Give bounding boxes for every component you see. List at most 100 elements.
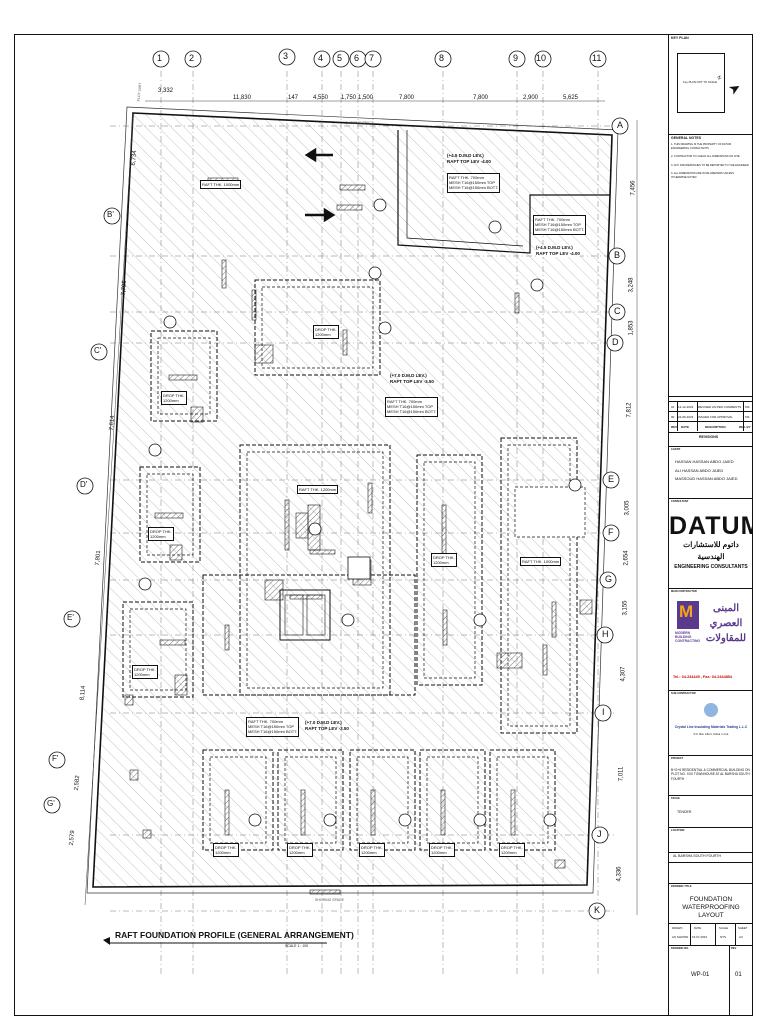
dim-right-6: 2,654 xyxy=(623,550,630,566)
dim-top-2: 11,830 xyxy=(233,95,251,101)
dim-left-6: 2,582 xyxy=(73,775,82,791)
drawing-footer-scale: SCALE 1 : 100 xyxy=(285,944,309,948)
dim-right-5: 3,005 xyxy=(624,500,631,516)
grid-row-G: G xyxy=(605,574,613,584)
raft-label-3: (+7.0 D.M.D LEV.) RAFT TOP LEV -3.50 xyxy=(390,373,434,384)
drop-label: DROP THK.1200mm xyxy=(359,843,385,857)
crystal-line-address: P.O. Box: 18xxx, Dubai, U.A.E xyxy=(693,733,729,736)
dim-top-5: 1,750 xyxy=(341,95,357,101)
consultant-cell: CONSULTANT DATUM داتوم للاستشارات الهندس… xyxy=(669,499,753,589)
north-arrow-icon: ➤ xyxy=(725,78,744,98)
dim-top-4: 4,550 xyxy=(313,95,329,101)
grid-row-K: K xyxy=(594,905,601,915)
grid-row-Ep: E' xyxy=(67,613,74,622)
contractor-phone: Tel.: 04-234445 , Fax: 04-2344854 xyxy=(673,675,733,679)
drop-label: DROP THK.1200mm xyxy=(161,391,187,405)
datum-logo: DATUM داتوم للاستشارات الهندسية ENGINEER… xyxy=(669,513,753,579)
drop-label: DROP THK.1200mm xyxy=(213,843,239,857)
drawing-footer-title: RAFT FOUNDATION PROFILE (GENERAL ARRANGE… xyxy=(115,930,354,940)
dim-left-5: 8,114 xyxy=(79,685,87,701)
datum-subtitle: ENGINEERING CONSULTANTS xyxy=(674,564,748,570)
dim-right-3: 1,853 xyxy=(628,320,635,336)
general-note: 2- CONTRACTOR TO CHECK ALL DIMENSIONS ON… xyxy=(671,155,740,159)
plot-limit-label: PLOT LIMIT xyxy=(136,82,143,102)
dim-left-3: 7,614 xyxy=(108,415,117,431)
grid-col-11: 11 xyxy=(592,53,602,63)
drop-label: DROP THK.1200mm xyxy=(132,665,158,679)
grid-col-8: 8 xyxy=(439,53,445,63)
drawing-sheet-border xyxy=(14,34,753,1016)
client-name: MASSOUD HASSAN ABDO JAIED xyxy=(675,476,738,482)
raft-outline xyxy=(92,112,613,888)
datum-arabic: داتوم للاستشارات الهندسية xyxy=(683,540,739,561)
client-name: ALI HASSAN ABDO JAIED xyxy=(675,467,724,473)
dim-right-10: 4,336 xyxy=(616,866,623,882)
crystal-line-name: Crystal Line Insulating Materials Tradin… xyxy=(674,725,748,729)
grid-row-B: B xyxy=(614,250,621,260)
key-plan-diagram xyxy=(677,53,725,113)
grid-col-10: 10 xyxy=(536,53,547,63)
dim-top-7: 7,800 xyxy=(399,95,415,101)
dim-top-8: 7,800 xyxy=(473,95,489,101)
grid-bubbles-top xyxy=(152,48,607,68)
revision-number: 01 xyxy=(735,972,742,978)
grid-row-Fp: F' xyxy=(52,754,59,763)
dim-right-4: 7,812 xyxy=(626,402,633,418)
grid-col-6: 6 xyxy=(354,53,360,63)
drawing-number-cell: DRAWING NO. REV WP-01 01 xyxy=(669,946,753,1015)
raft-thk-label-1: RAFT THK. 1000mm xyxy=(200,180,242,189)
location-cell: LOCATION AL BARSHA SOUTH FOURTH xyxy=(669,828,753,884)
drawing-meta-cell: DRAWN DATE SCALE SHEET AS SHOWN 15.07.20… xyxy=(669,924,753,946)
revision-header: REV. DATE DESCRIPTION REV. BY xyxy=(669,421,753,433)
drop-label: DROP THK.1200mm xyxy=(431,553,457,567)
drawing-title: FOUNDATION WATERPROOFING LAYOUT xyxy=(682,896,740,919)
general-note: 1- THIS DRAWING IS THE PROPERTY OF DATUM… xyxy=(671,143,732,150)
shoring-label-top: SHORING SPACE xyxy=(345,121,374,125)
project-cell: PROJECT B+G+6 RESIDENTIAL & COMMERCIAL B… xyxy=(669,756,753,796)
grid-row-I: I xyxy=(602,707,605,717)
title-block: KEY PLAN Key PLAN NOT TO SCALE ➤ N GENER… xyxy=(668,35,753,1015)
modern-building-arabic: المبنى العصري للمقاولات xyxy=(705,603,747,644)
dim-right-7: 3,155 xyxy=(622,600,629,616)
drop-label: DROP THK.1200mm xyxy=(429,843,455,857)
grid-col-4: 4 xyxy=(318,53,324,63)
grid-row-Dp: D' xyxy=(80,480,88,489)
dim-top-3: 147 xyxy=(288,95,299,101)
key-plan-cell: KEY PLAN Key PLAN NOT TO SCALE ➤ N xyxy=(669,35,753,135)
raft-label-4: (+7.0 D.M.D LEV.) RAFT TOP LEV -3.50 xyxy=(305,720,349,731)
datum-wordmark: DATUM xyxy=(669,512,753,540)
dim-right-1: 7,456 xyxy=(630,180,637,196)
raft-thk-label-2: RAFT THK. 1200mm xyxy=(297,485,339,494)
grid-col-3: 3 xyxy=(283,51,289,61)
shoring-label-bottom: SHORING SPACE xyxy=(315,898,344,902)
drawing-title-cell: DRAWING TITLE FOUNDATION WATERPROOFING L… xyxy=(669,884,753,924)
modern-building-logo-icon xyxy=(677,601,699,629)
revisions-cell: 01 12-12-2023 REVISED AS PER COMMENTS MS… xyxy=(669,397,753,447)
general-note: 4- ALL DIMENSIONS ARE IN MILLIMETERS UNL… xyxy=(671,172,734,179)
grid-row-H: H xyxy=(602,629,609,639)
raft-spec-1: RAFT THK. 700mm MESH T16@150mm TOP MESH … xyxy=(447,173,501,193)
grid-row-J: J xyxy=(597,829,602,839)
drop-label: DROP THK.1200mm xyxy=(287,843,313,857)
raft-label-2: (+4.5 D.M.D LEV.) RAFT TOP LEV -4.00 xyxy=(536,245,580,257)
section-markers xyxy=(138,198,582,827)
stage-value: TENDER xyxy=(677,810,692,814)
dim-left-7: 2,579 xyxy=(68,830,77,846)
subcontractor-cell: SUB CONTRACTOR Crystal Line Insulating M… xyxy=(669,691,753,756)
drawing-number: WP-01 xyxy=(691,972,710,978)
raft-label-1: (+4.5 D.M.D LEV.) RAFT TOP LEV -4.00 xyxy=(447,153,491,164)
grid-row-D: D xyxy=(612,337,619,347)
location-value: AL BARSHA SOUTH FOURTH xyxy=(673,854,722,858)
revision-row: 01 12-12-2023 REVISED AS PER COMMENTS MS xyxy=(669,401,753,412)
modern-building-english: MODERN BUILDING CONTRACTING xyxy=(675,631,701,643)
drop-label: DROP THK.1200mm xyxy=(499,843,525,857)
dim-left-1: 6,734 xyxy=(130,150,139,166)
dim-top-9: 2,900 xyxy=(523,95,539,101)
grid-row-E: E xyxy=(608,474,615,484)
contractor-cell: MAIN CONTRACTOR M المبنى العصري للمقاولا… xyxy=(669,589,753,691)
crystal-line-logo-icon xyxy=(704,703,718,717)
raft-spec-4: RAFT THK. 700mm MESH T16@150mm TOP MESH … xyxy=(246,717,300,737)
raft-spec-2: RAFT THK. 700mm MESH T16@150mm TOP MESH … xyxy=(533,215,587,235)
grid-row-C: C xyxy=(614,306,621,316)
key-plan-note: Key PLAN NOT TO SCALE xyxy=(683,80,718,84)
